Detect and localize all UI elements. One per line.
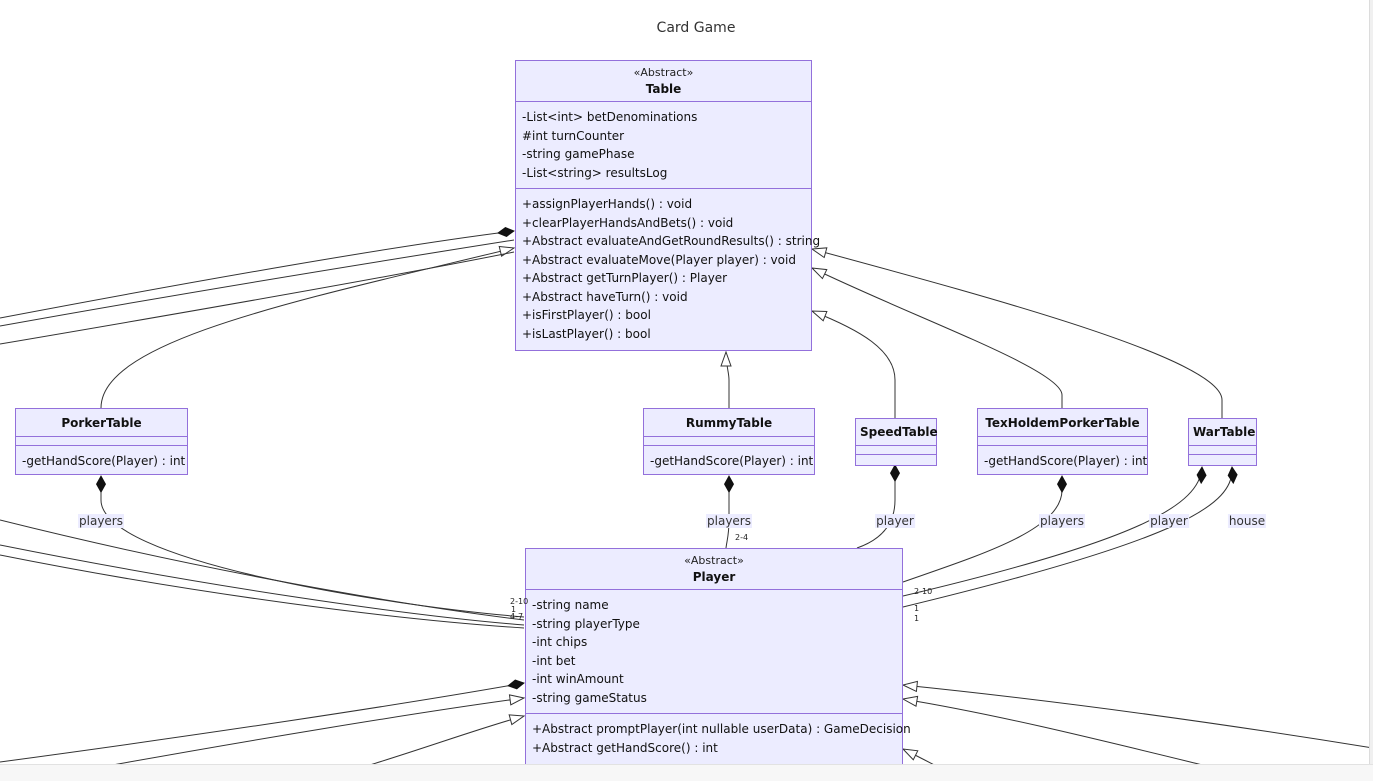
methods-section — [1189, 455, 1256, 463]
edge-texholdem-inherits-table — [812, 268, 1063, 408]
edge-porker-inherits-table — [100, 248, 514, 409]
class-porker-table[interactable]: PorkerTable -getHandScore(Player) : int — [15, 408, 188, 475]
methods-section — [856, 455, 936, 463]
attributes-section: -string name -string playerType -int chi… — [526, 590, 902, 714]
stereotype-label: «Abstract» — [684, 554, 744, 567]
attribute: -List<string> resultsLog — [522, 165, 668, 180]
attribute: -int chips — [532, 635, 588, 649]
method: +Abstract haveTurn() : void — [522, 289, 688, 304]
class-header: WarTable — [1189, 419, 1256, 446]
class-header: SpeedTable — [856, 419, 938, 446]
method: +assignPlayerHands() : void — [522, 197, 693, 211]
edge-offcanvas-table-1 — [0, 231, 514, 319]
method: +Abstract evaluateMove(Player player) : … — [522, 252, 796, 267]
multiplicity-left-3: 4-7 — [510, 612, 524, 621]
methods-section: +Abstract promptPlayer(int nullable user… — [526, 714, 911, 763]
method: -getHandScore(Player) : int — [650, 454, 814, 468]
method: +Abstract promptPlayer(int nullable user… — [532, 722, 911, 736]
edge-offcanvas-player-2 — [0, 544, 525, 626]
multiplicity-rummy: 2-4 — [735, 533, 749, 542]
attributes-section — [978, 437, 1147, 446]
method: +isLastPlayer() : bool — [522, 326, 651, 341]
edge-offcanvas-player-7 — [903, 685, 1373, 749]
edge-label-war-house: house — [1227, 514, 1267, 528]
edge-offcanvas-player-8 — [903, 699, 1216, 769]
class-texholdem-table[interactable]: TexHoldemPorkerTable -getHandScore(Playe… — [977, 408, 1148, 475]
edge-war-player — [902, 467, 1202, 597]
edge-war-house — [902, 467, 1232, 608]
attributes-section — [856, 446, 936, 455]
method: +Abstract getTurnPlayer() : Player — [522, 271, 728, 285]
multiplicity-right-1: 2-10 — [914, 587, 933, 596]
multiplicity-right-2: 1 — [914, 604, 920, 613]
edge-offcanvas-table-2 — [0, 239, 515, 327]
multiplicity-right-3: 1 — [914, 614, 920, 623]
bottom-frame-edge — [0, 764, 1373, 781]
method: +isFirstPlayer() : bool — [522, 308, 651, 322]
attributes-section — [644, 437, 814, 446]
class-name: WarTable — [1193, 425, 1256, 439]
method: +Abstract evaluateAndGetRoundResults() :… — [522, 234, 821, 248]
methods-section: -getHandScore(Player) : int — [644, 446, 814, 477]
attributes-section — [1189, 446, 1256, 455]
method: -getHandScore(Player) : int — [22, 454, 186, 468]
methods-section: +assignPlayerHands() : void +clearPlayer… — [516, 189, 821, 349]
edge-offcanvas-player-4 — [0, 683, 524, 763]
edge-war-inherits-table — [812, 249, 1223, 418]
edge-rummy-players — [726, 476, 729, 549]
class-speed-table[interactable]: SpeedTable — [855, 418, 938, 466]
class-name: Player — [692, 570, 736, 584]
edge-label-porker-players: players — [78, 514, 124, 528]
multiplicity-left-2: 1 — [511, 605, 517, 614]
class-header: RummyTable — [644, 409, 814, 437]
class-header: «Abstract» Table — [516, 61, 811, 102]
edge-label-speed-player: player — [875, 514, 915, 528]
attribute: -string gamePhase — [522, 147, 635, 161]
class-player[interactable]: «Abstract» Player -string name -string p… — [525, 548, 911, 766]
class-rummy-table[interactable]: RummyTable -getHandScore(Player) : int — [643, 408, 815, 475]
attributes-section: -List<int> betDenominations #int turnCou… — [516, 102, 811, 189]
edge-label-rummy-players: players — [706, 514, 752, 528]
edge-offcanvas-player-5 — [84, 698, 524, 771]
edge-speed-inherits-table — [812, 311, 896, 418]
edge-texholdem-players — [902, 476, 1062, 583]
attribute: -string gameStatus — [532, 690, 647, 705]
edge-offcanvas-player-3 — [0, 554, 525, 629]
edge-rummy-inherits-table — [726, 352, 729, 408]
attribute: -string playerType — [532, 616, 640, 631]
class-header: PorkerTable — [16, 409, 187, 437]
methods-section: -getHandScore(Player) : int — [16, 446, 187, 477]
class-war-table[interactable]: WarTable — [1188, 418, 1257, 466]
methods-section: -getHandScore(Player) : int — [978, 446, 1147, 477]
class-header: TexHoldemPorkerTable — [978, 409, 1147, 437]
method: +Abstract getHandScore() : int — [532, 740, 718, 755]
class-name: Table — [645, 82, 682, 96]
edge-label-war-player: player — [1149, 514, 1189, 528]
method: -getHandScore(Player) : int — [984, 454, 1148, 468]
class-name: TexHoldemPorkerTable — [985, 416, 1140, 430]
multiplicity-left-1: 2-10 — [510, 597, 529, 606]
class-table[interactable]: «Abstract» Table -List<int> betDenominat… — [515, 60, 821, 351]
attribute: -int bet — [532, 653, 576, 668]
attribute: -int winAmount — [532, 672, 624, 686]
edge-speed-player — [856, 465, 895, 549]
edge-label-texholdem-players: players — [1039, 514, 1085, 528]
method: +clearPlayerHandsAndBets() : void — [522, 215, 734, 230]
class-header: «Abstract» Player — [526, 549, 902, 590]
class-name: RummyTable — [685, 416, 773, 430]
attribute: -List<int> betDenominations — [522, 110, 698, 124]
edge-offcanvas-player-1 — [0, 519, 525, 621]
edge-offcanvas-player-6 — [359, 716, 524, 769]
diagram-title: Card Game — [656, 20, 736, 36]
right-frame-edge — [1369, 0, 1373, 781]
stereotype-label: «Abstract» — [633, 66, 694, 79]
attribute: #int turnCounter — [522, 128, 625, 143]
attribute: -string name — [532, 598, 609, 612]
class-name: SpeedTable — [860, 425, 938, 439]
edge-offcanvas-table-3 — [0, 251, 515, 345]
class-name: PorkerTable — [61, 416, 142, 430]
attributes-section — [16, 437, 187, 446]
edge-porker-players — [101, 476, 525, 618]
